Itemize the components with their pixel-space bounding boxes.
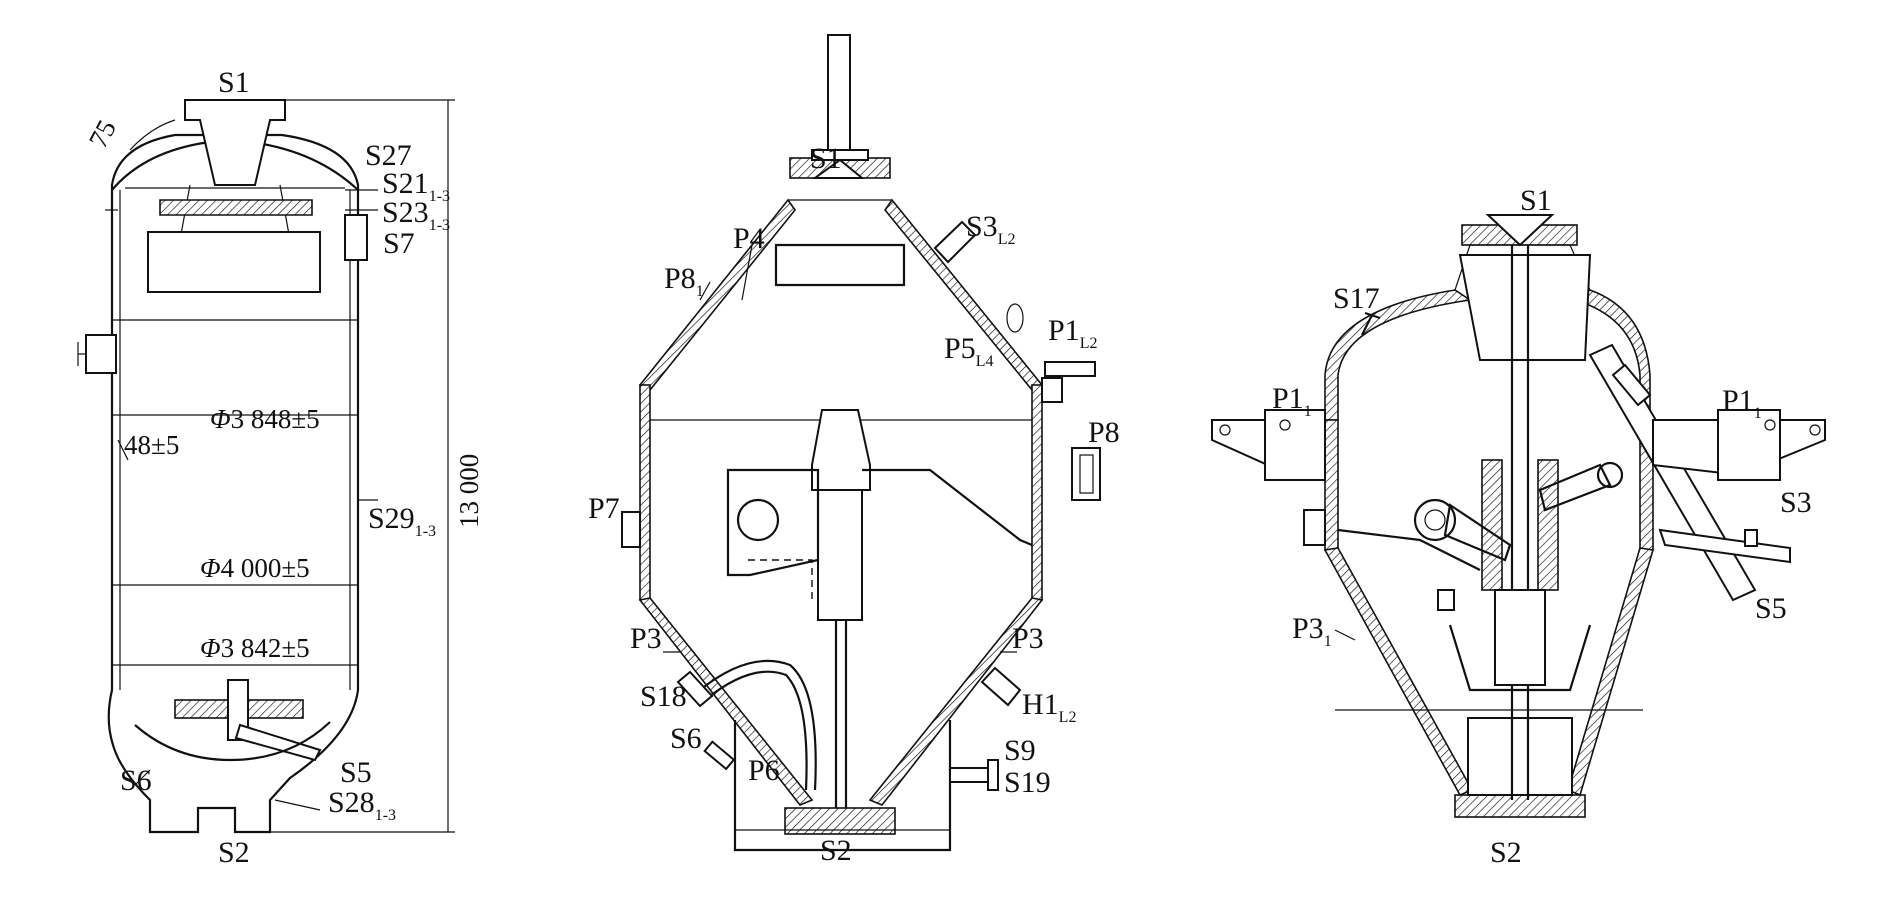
label-b-p5: P5L4 xyxy=(944,332,993,370)
label-b-s6: S6 xyxy=(670,722,702,755)
label-c-s17: S17 xyxy=(1333,282,1380,315)
label-c-s1: S1 xyxy=(1520,184,1552,217)
dim-a-angle: 75 xyxy=(83,115,122,153)
label-b-h1: H1L2 xyxy=(1022,688,1076,726)
label-b-p4: P4 xyxy=(733,222,765,255)
label-a-s1: S1 xyxy=(218,66,250,99)
label-a-s28: S281-3 xyxy=(328,786,396,824)
label-b-s3: S3L2 xyxy=(966,210,1015,248)
label-b-s2: S2 xyxy=(820,834,852,867)
label-b-p1: P1L2 xyxy=(1048,314,1097,352)
dim-a-height: 13 000 xyxy=(454,454,484,528)
label-b-p3-right: P3 xyxy=(1012,622,1044,655)
vessel-c: S1 S17 P11 P11 S3 S5 P31 S2 xyxy=(1211,184,1826,869)
label-b-p8: P8 xyxy=(1088,416,1120,449)
label-c-p1-right: P11 xyxy=(1722,384,1762,422)
label-a-s5: S5 xyxy=(340,756,372,789)
label-c-s5: S5 xyxy=(1755,592,1787,625)
label-a-s27: S27 xyxy=(365,139,412,172)
label-c-p3: P31 xyxy=(1292,612,1332,650)
dim-a-dia-mid: Φ4 000±5 xyxy=(200,553,310,583)
vessel-a-shell xyxy=(107,133,360,834)
label-a-s23: S231-3 xyxy=(382,196,450,234)
label-a-s7: S7 xyxy=(383,227,415,260)
label-b-p8-1: P81 xyxy=(664,262,704,300)
label-b-s1: S1 xyxy=(810,142,842,175)
dim-a-dia-bot: Φ3 842±5 xyxy=(200,633,310,663)
vessel-b: S1 S3L2 P4 P81 P1L2 P5L4 P8 P7 P3 P3 S18… xyxy=(588,34,1120,867)
label-b-p7: P7 xyxy=(588,492,620,525)
label-c-s2: S2 xyxy=(1490,836,1522,869)
label-b-p6: P6 xyxy=(748,754,780,787)
dim-a-dia-top: Φ3 848±5 xyxy=(210,404,320,434)
label-b-s19: S19 xyxy=(1004,766,1051,799)
label-a-s21: S211-3 xyxy=(382,167,450,205)
dim-a-wall: 48±5 xyxy=(124,430,179,460)
label-a-s6: S6 xyxy=(120,764,152,797)
label-b-p3-left: P3 xyxy=(630,622,662,655)
label-b-s9: S9 xyxy=(1004,734,1036,767)
vessel-a: S1 S27 S211-3 S231-3 S7 S291-3 S6 S5 S28… xyxy=(77,66,484,869)
label-a-s29: S291-3 xyxy=(368,502,436,540)
label-c-s3: S3 xyxy=(1780,486,1812,519)
label-b-s18: S18 xyxy=(640,680,687,713)
label-a-s2: S2 xyxy=(218,836,250,869)
label-c-p1-left: P11 xyxy=(1272,382,1312,420)
